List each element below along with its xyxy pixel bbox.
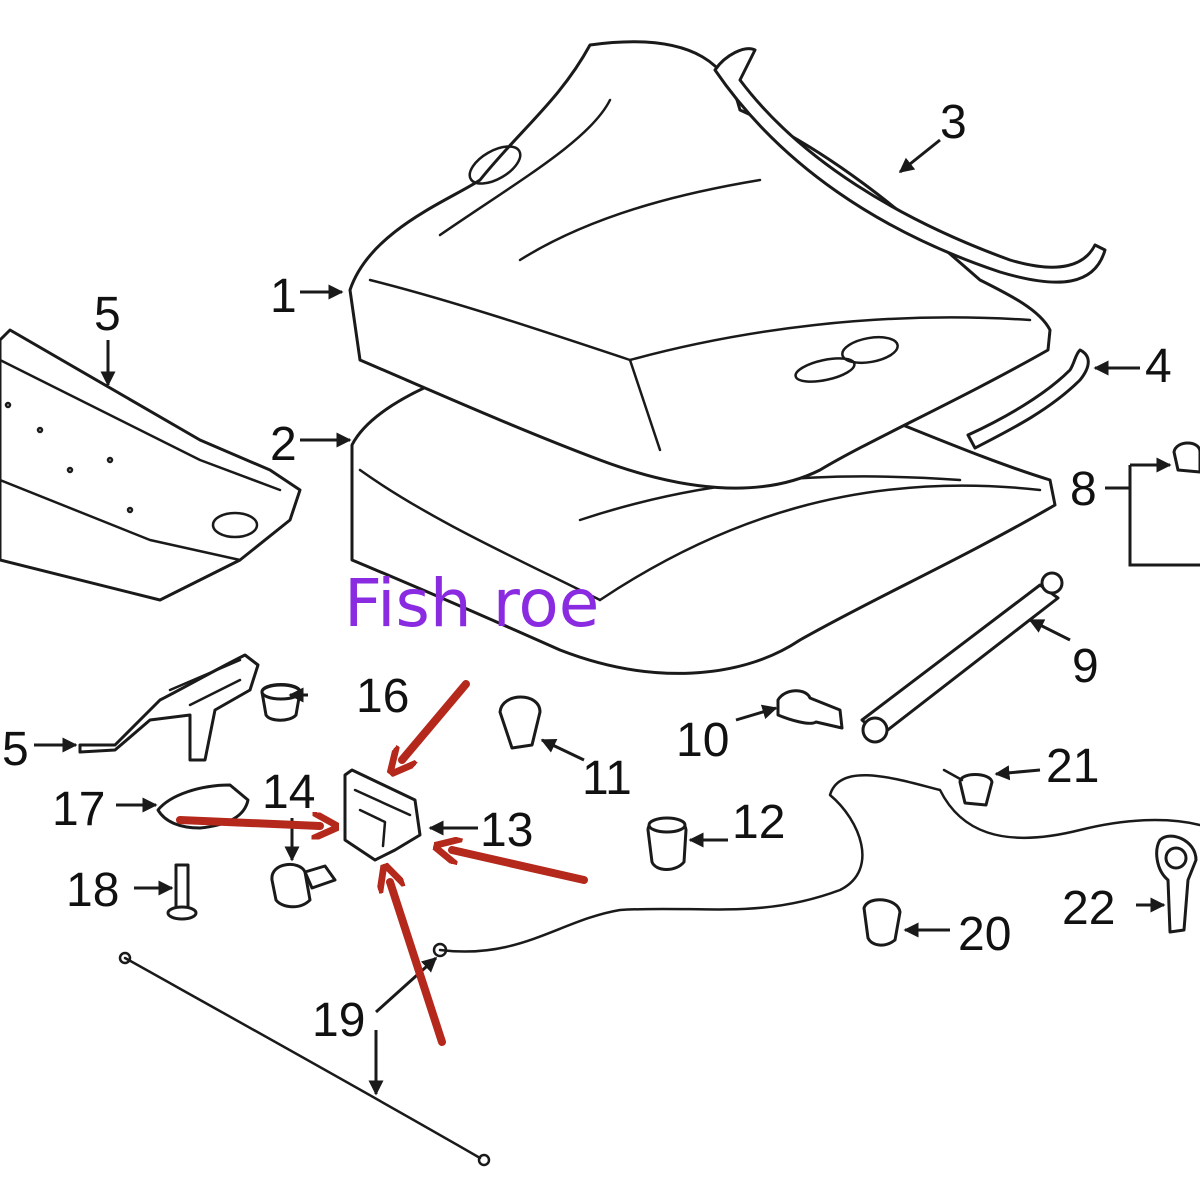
part-14-clip xyxy=(270,863,337,909)
part-18-bolt xyxy=(166,863,198,921)
underhood-insulator xyxy=(0,328,302,602)
part-20-clip xyxy=(862,898,902,947)
highlight-arrow-bottom xyxy=(390,882,446,1046)
callout-12: 12 xyxy=(732,796,785,849)
part-10-stud xyxy=(776,689,844,730)
highlight-arrow-top xyxy=(402,680,470,760)
part-9-gas-strut xyxy=(860,571,1064,744)
callout-2: 2 xyxy=(270,418,297,471)
callout-3: 3 xyxy=(940,96,967,149)
callout-17: 17 xyxy=(52,783,105,836)
callout-9: 9 xyxy=(1072,640,1099,693)
callout-19: 19 xyxy=(312,994,365,1047)
callout-8: 8 xyxy=(1070,463,1097,516)
front-seal-strip xyxy=(966,348,1090,450)
callout-14: 14 xyxy=(262,766,315,819)
callout-10: 10 xyxy=(676,714,729,767)
part-11-bumper xyxy=(498,695,542,750)
part-13-latch-bracket xyxy=(343,768,422,862)
highlight-arrow-left xyxy=(176,820,320,826)
part-16-nut xyxy=(260,683,302,722)
callout-1: 1 xyxy=(270,270,297,323)
callout-21: 21 xyxy=(1046,740,1099,793)
callout-4: 4 xyxy=(1145,340,1172,393)
hood-seal-strip xyxy=(713,47,1107,284)
callout-18: 18 xyxy=(66,864,119,917)
callout-5-hinge: 5 xyxy=(2,723,29,776)
leader-lines xyxy=(34,138,1200,1096)
callout-5-insulator: 5 xyxy=(94,288,121,341)
callout-numbers: 1 2 3 4 5 5 8 9 10 11 12 13 14 16 17 18 … xyxy=(2,96,1172,1047)
hood-outer-panel xyxy=(348,40,1052,490)
callout-13: 13 xyxy=(480,804,533,857)
watermark-text: Fish roe xyxy=(344,565,599,642)
part-19-release-cable xyxy=(118,773,1200,1167)
part-8-nut xyxy=(1172,441,1200,474)
part-12-bumper xyxy=(646,816,688,871)
callout-20: 20 xyxy=(958,908,1011,961)
hood-hinge xyxy=(78,653,260,762)
callout-16: 16 xyxy=(356,670,409,723)
part-22-handle xyxy=(1155,834,1198,934)
highlight-arrows xyxy=(176,680,588,1046)
callout-11: 11 xyxy=(582,752,632,805)
callout-22: 22 xyxy=(1062,882,1115,935)
highlight-arrow-right xyxy=(452,850,588,884)
part-21-screw xyxy=(942,768,994,807)
